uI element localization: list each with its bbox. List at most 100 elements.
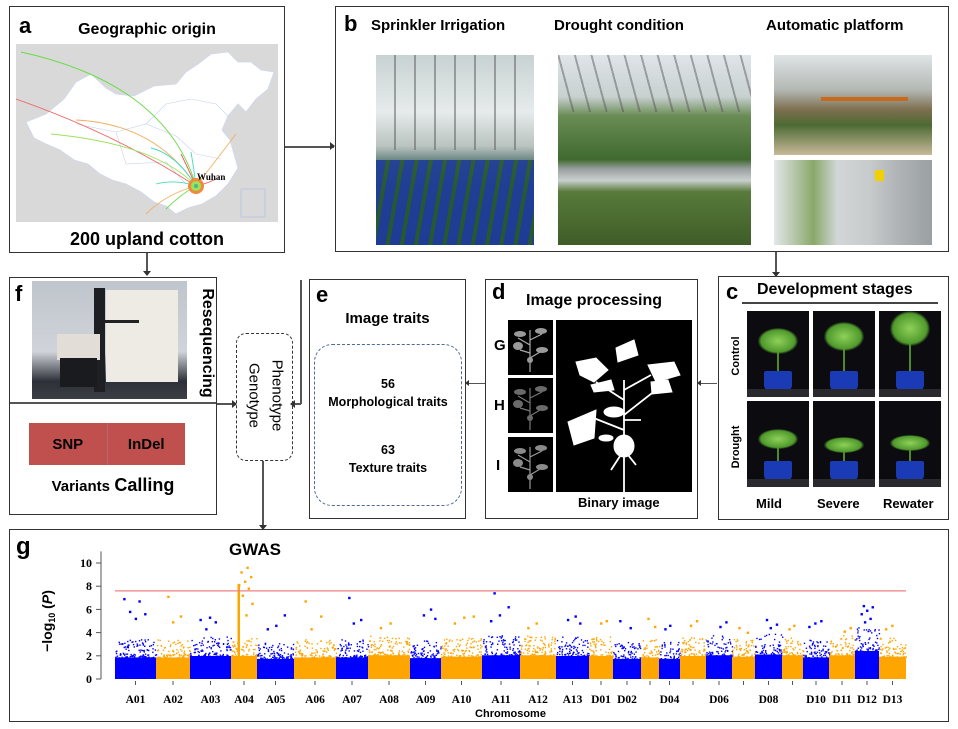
snp-point (820, 650, 823, 652)
snp-point (883, 655, 885, 657)
snp-point (142, 643, 144, 645)
snp-point (378, 647, 381, 649)
snp-point (876, 637, 879, 640)
snp-point (520, 652, 522, 655)
snp-point (172, 642, 174, 644)
snp-point (360, 656, 362, 658)
snp-point (880, 652, 882, 654)
snp-point (217, 642, 219, 644)
snp-point (368, 655, 371, 658)
snp-point (289, 659, 292, 661)
snp-point (565, 656, 568, 658)
snp-point (767, 655, 769, 657)
snp-point (404, 653, 406, 656)
snp-point (618, 643, 620, 645)
snp-point (803, 658, 806, 660)
panel-c-development-stages: c Development stages Control Drought Mil… (718, 276, 949, 520)
snp-point (822, 654, 825, 657)
snp-point (169, 655, 171, 657)
snp-point (644, 647, 646, 649)
snp-point (347, 647, 349, 649)
peak-point-D12 (869, 617, 872, 621)
snp-point (177, 651, 180, 653)
snp-point (526, 649, 529, 652)
snp-point (747, 646, 749, 648)
snp-point (168, 640, 170, 642)
snp-point (717, 646, 719, 648)
snp-point (538, 647, 541, 649)
snp-point (902, 657, 904, 659)
snp-point (373, 654, 376, 656)
panel-a-title: Geographic origin (78, 21, 216, 38)
snp-point (553, 655, 555, 658)
panel-d-title: Image processing (526, 292, 663, 309)
peak-point-A11 (489, 620, 493, 623)
trait-texture: 63 Texture traits (315, 441, 461, 477)
snp-point (571, 656, 573, 659)
snp-point (595, 646, 597, 649)
snp-point (753, 653, 756, 655)
snp-point (822, 657, 824, 660)
snp-point (121, 656, 123, 658)
snp-point (621, 659, 624, 661)
peak-point-A02 (179, 615, 183, 618)
snp-point (733, 638, 736, 641)
plant-photo-drought-mild (747, 401, 809, 487)
snp-point (284, 658, 286, 660)
snp-point (236, 648, 238, 650)
snp-point (876, 634, 878, 637)
snp-point (475, 655, 477, 658)
snp-point (636, 658, 638, 660)
snp-point (273, 657, 275, 659)
snp-point (724, 655, 726, 657)
snp-point (786, 656, 788, 658)
snp-point (570, 649, 572, 652)
snp-point (332, 657, 335, 659)
snp-point (165, 657, 167, 659)
snp-point (840, 649, 843, 651)
snp-point (384, 653, 386, 655)
snp-point (167, 658, 169, 660)
snp-point (172, 650, 174, 653)
snp-point (328, 655, 331, 657)
snp-point (250, 655, 252, 657)
snp-point (468, 637, 470, 640)
snp-point (563, 656, 566, 658)
snp-point (304, 657, 306, 659)
snp-point (665, 654, 668, 657)
snp-point (126, 646, 128, 649)
snp-point (872, 651, 874, 654)
snp-point (480, 657, 482, 659)
snp-point (815, 652, 818, 655)
snp-point (687, 647, 690, 650)
snp-point (525, 638, 527, 641)
chromosome-band-D09 (782, 655, 803, 679)
snp-point (809, 639, 811, 642)
snp-point (530, 639, 532, 642)
snp-point (649, 652, 652, 655)
snp-point (292, 658, 295, 661)
snp-point (711, 651, 714, 654)
snp-point (175, 657, 177, 660)
snp-point (889, 640, 891, 642)
snp-point (874, 649, 877, 652)
snp-point (304, 655, 306, 657)
peak-point-A06 (310, 628, 313, 631)
snp-point (750, 639, 752, 642)
snp-point (679, 655, 681, 657)
snp-point (142, 644, 144, 646)
snp-point (451, 655, 453, 657)
snp-point (431, 654, 433, 656)
snp-point (509, 648, 511, 650)
snp-point (246, 644, 248, 647)
snp-point (240, 648, 243, 651)
snp-point (163, 657, 166, 659)
snp-point (548, 646, 550, 648)
chromosome-band-A05 (257, 658, 294, 679)
snp-point (800, 655, 802, 658)
snp-point (269, 655, 271, 657)
peak-point-A13 (579, 622, 582, 625)
snp-point (896, 657, 899, 659)
snp-point (415, 657, 417, 660)
snp-point (803, 654, 805, 657)
